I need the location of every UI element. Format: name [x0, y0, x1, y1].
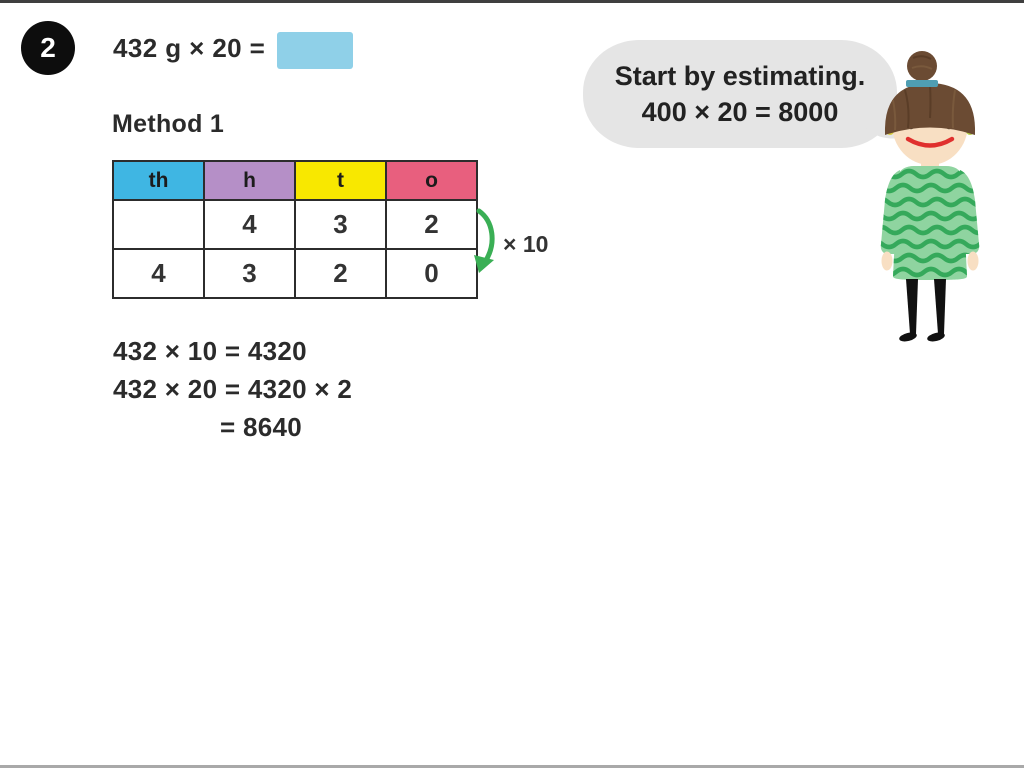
cell-r1-h: 4 — [203, 199, 296, 250]
header-tens: t — [294, 160, 387, 201]
speech-bubble: Start by estimating. 400 × 20 = 8000 — [583, 40, 897, 148]
working-steps: 432 × 10 = 4320 432 × 20 = 4320 × 2 = 86… — [113, 332, 352, 446]
method-heading: Method 1 — [112, 110, 225, 138]
question-number-badge: 2 — [21, 21, 75, 75]
answer-input-box[interactable] — [277, 32, 353, 69]
place-value-table: th h t o 4 3 2 4 3 2 0 — [112, 160, 478, 299]
frame-bottom-bar — [0, 765, 1024, 768]
working-line-2: 432 × 20 = 4320 × 2 — [113, 374, 353, 404]
cell-r2-h: 3 — [203, 248, 296, 299]
bubble-line-1: Start by estimating. — [614, 61, 866, 91]
cell-r2-t: 2 — [294, 248, 387, 299]
character-hand — [967, 251, 979, 271]
cell-r1-th — [112, 199, 205, 250]
header-ones: o — [385, 160, 478, 201]
working-line-1: 432 × 10 = 4320 — [113, 336, 307, 366]
table-row: 4 3 2 — [112, 199, 478, 250]
cell-r2-th: 4 — [112, 248, 205, 299]
character-smile — [905, 136, 955, 148]
question-number: 2 — [40, 32, 56, 63]
question-text: 432 g × 20 = — [113, 33, 266, 63]
cell-r2-o: 0 — [385, 248, 478, 299]
times-ten-arrow-icon — [474, 208, 495, 273]
character-legs — [899, 279, 946, 342]
table-row: 4 3 2 0 — [112, 248, 478, 299]
teacher-character-icon — [880, 51, 980, 342]
cell-r1-t: 3 — [294, 199, 387, 250]
bubble-line-2: 400 × 20 = 8000 — [641, 97, 839, 127]
cell-r1-o: 2 — [385, 199, 478, 250]
character-hand — [881, 251, 893, 271]
frame-top-bar — [0, 0, 1024, 3]
hair-band — [906, 80, 938, 87]
working-line-3: = 8640 — [220, 412, 303, 442]
table-header-row: th h t o — [112, 160, 478, 201]
header-thousands: th — [112, 160, 205, 201]
times-ten-label: × 10 — [503, 231, 549, 257]
header-hundreds: h — [203, 160, 296, 201]
